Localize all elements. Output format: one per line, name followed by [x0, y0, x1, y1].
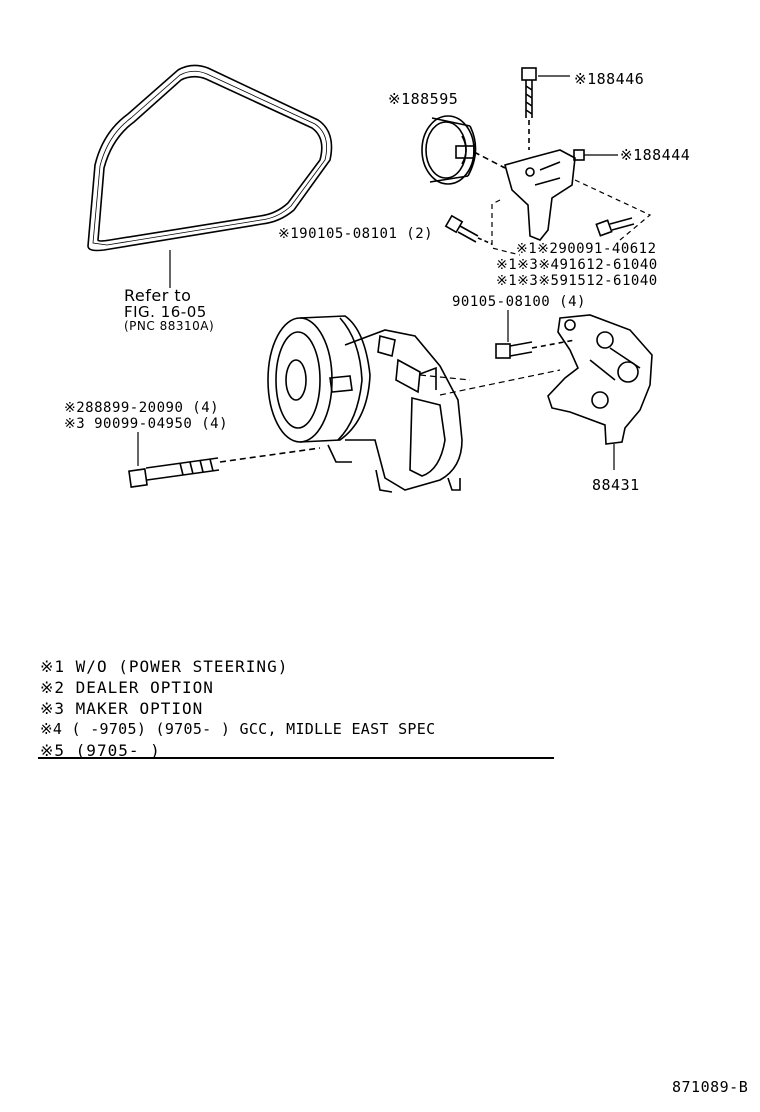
callout-188595: ※188595	[388, 90, 459, 108]
idler-pulley-icon	[421, 115, 506, 185]
callout-591512: ※1※3※591512-61040	[496, 273, 658, 289]
callout-188444: ※188444	[620, 146, 691, 164]
callout-288899: ※288899-20090 (4)	[64, 400, 220, 416]
refer-line1: Refer to	[124, 286, 192, 305]
compressor-icon	[267, 315, 463, 493]
bolt-icon	[128, 447, 321, 488]
callout-190105: ※190105-08101 (2)	[278, 226, 434, 242]
illustration-code: 871089-B	[672, 1078, 749, 1096]
v-belt-icon	[87, 64, 333, 252]
bracket-icon	[547, 314, 653, 445]
callout-290091: ※1※290091-40612	[516, 241, 657, 257]
callout-491612: ※1※3※491612-61040	[496, 257, 658, 273]
legend-row-1: ※1 W/O (POWER STEERING)	[40, 657, 289, 676]
bolt-icon	[444, 214, 493, 245]
legend-divider	[38, 757, 554, 759]
bolt-icon	[521, 67, 537, 150]
callout-188446: ※188446	[574, 70, 645, 88]
legend-row-2: ※2 DEALER OPTION	[40, 678, 214, 697]
refer-line3: (PNC 88310A)	[124, 319, 215, 333]
bolt-icon	[495, 339, 576, 359]
legend-row-3: ※3 MAKER OPTION	[40, 699, 204, 718]
legend: ※1 W/O (POWER STEERING) ※2 DEALER OPTION…	[40, 656, 554, 761]
refer-line2: FIG. 16-05	[124, 303, 207, 321]
legend-row-5: ※5 (9705- )	[40, 741, 161, 760]
callout-390099: ※3 90099-04950 (4)	[64, 416, 229, 432]
bolt-icon	[595, 217, 635, 237]
callout-88431: 88431	[592, 476, 640, 494]
legend-row-4: ※4 ( -9705) (9705- ) GCC, MIDLLE EAST SP…	[40, 720, 436, 738]
bracket-icon	[504, 149, 618, 241]
callout-90105: 90105-08100 (4)	[452, 294, 586, 310]
